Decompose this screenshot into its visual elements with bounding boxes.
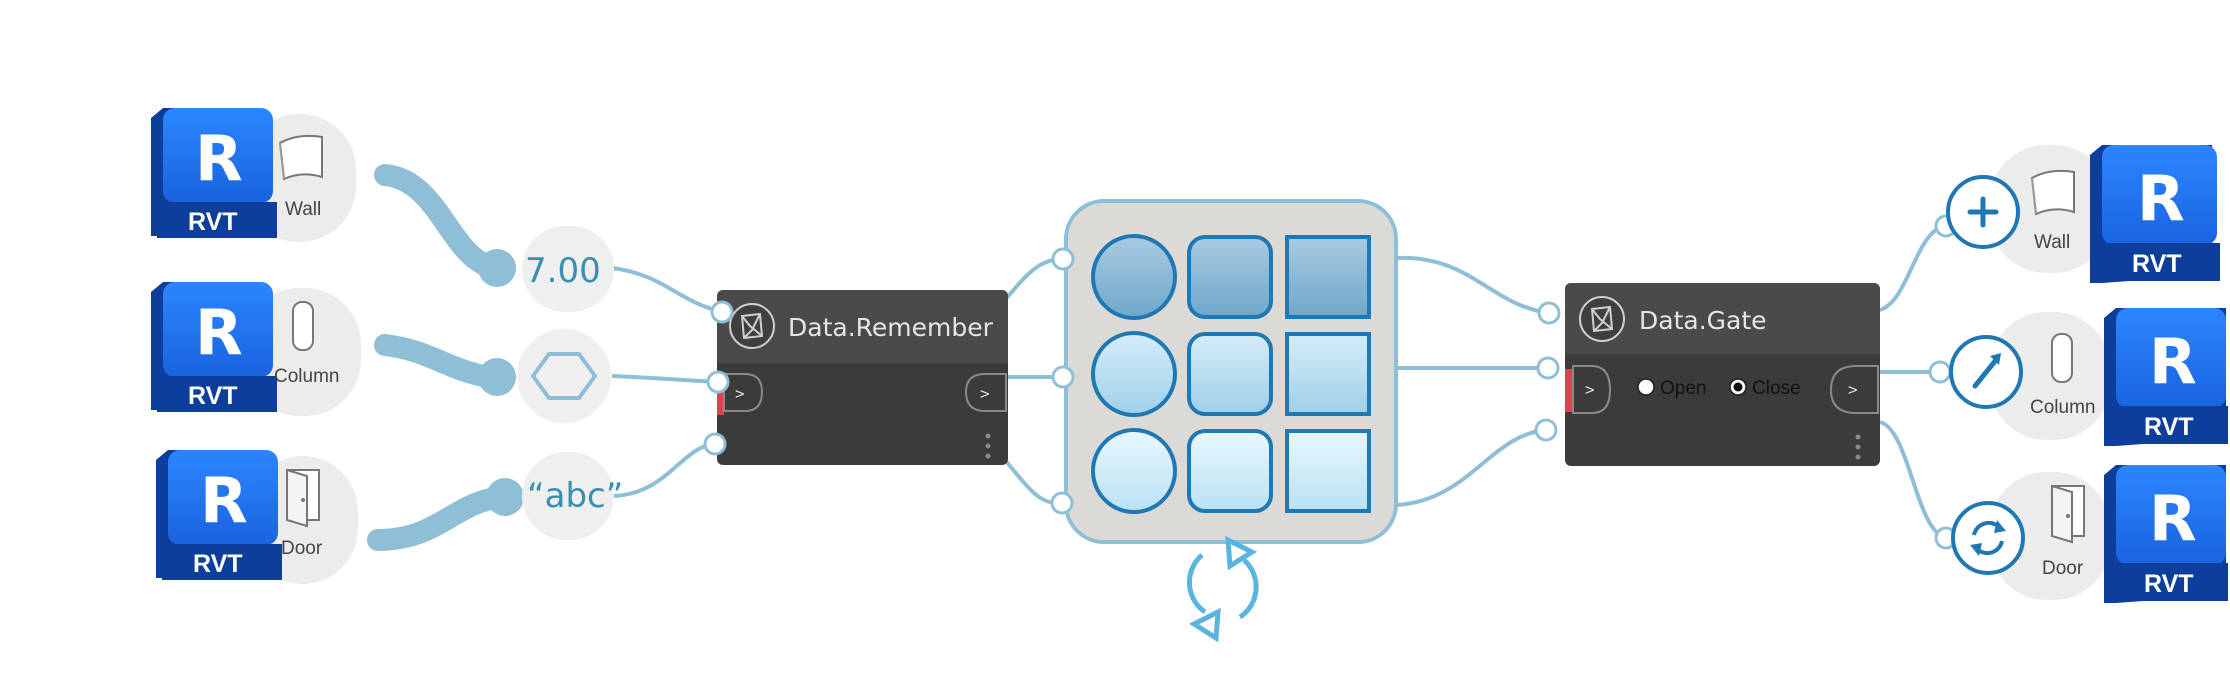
wire-cache-to-gate-3 <box>1396 428 1547 507</box>
revit-r-letter: R <box>2149 482 2197 555</box>
radio-open <box>1637 378 1655 396</box>
wall-icon <box>2030 169 2075 216</box>
rvt-label: RVT <box>2144 570 2194 598</box>
output-port[interactable]: > <box>1829 365 1879 414</box>
element-pill <box>1990 312 2110 440</box>
cache-cell-circle <box>1091 331 1177 417</box>
input-port[interactable]: > <box>1572 365 1612 414</box>
cache-cell-rounded <box>1187 429 1273 513</box>
revit-r-letter: R <box>195 122 243 195</box>
input-element-wall: R RVT Wall <box>151 108 356 242</box>
node-menu-dots-icon[interactable] <box>1855 434 1861 460</box>
rvt-label: RVT <box>2132 250 2182 278</box>
wire-value3-to-remember <box>611 442 713 498</box>
revit-badge: R RVT <box>2104 465 2228 603</box>
cache-cell-circle <box>1091 428 1177 514</box>
rvt-label: RVT <box>188 208 238 236</box>
input-element-column: R RVT Column <box>151 282 361 416</box>
output-element-wall: Wall R RVT <box>1946 145 2220 283</box>
cache-grid-container <box>1064 199 1398 544</box>
value-string: “abc” <box>527 476 623 516</box>
category-label: Door <box>2042 558 2084 579</box>
output-port[interactable]: > <box>964 373 1007 412</box>
cache-cell-square <box>1285 429 1371 513</box>
wire-gate-to-out-3 <box>1879 420 1947 540</box>
revit-r-letter: R <box>200 464 248 537</box>
revit-r-letter: R <box>2137 162 2185 235</box>
input-port[interactable]: > <box>723 373 764 412</box>
wire-knobs <box>478 249 524 516</box>
cache-cell-square <box>1285 332 1371 416</box>
cache-cell-rounded <box>1187 332 1273 416</box>
node-title: Data.Gate <box>1639 306 1767 335</box>
input-port-error-marker <box>717 377 724 415</box>
revit-badge: R RVT <box>151 282 277 412</box>
input-port-error-marker <box>1565 369 1573 412</box>
hexagon-geometry-icon <box>530 352 598 400</box>
value-bubble-string: “abc” <box>522 452 623 540</box>
category-label: Wall <box>285 199 321 220</box>
output-element-door: Door R RVT <box>1951 465 2228 603</box>
radio-open-label: Open <box>1660 378 1706 399</box>
refresh-cycle-icon <box>1186 535 1259 643</box>
wire-door-to-value <box>367 486 516 551</box>
value-number: 7.00 <box>525 251 601 291</box>
door-icon <box>286 468 320 528</box>
wire-value1-to-remember <box>611 266 723 314</box>
cache-cell-rounded <box>1187 235 1273 319</box>
refresh-icon[interactable] <box>1951 501 2025 575</box>
value-bubble-hexagon <box>517 329 611 423</box>
column-icon <box>292 301 314 351</box>
rvt-label: RVT <box>2144 413 2194 441</box>
node-title: Data.Remember <box>788 313 994 342</box>
revit-badge: R RVT <box>156 450 282 580</box>
category-label: Wall <box>2034 232 2070 253</box>
svg-text:>: > <box>980 384 990 403</box>
dynamo-node-icon <box>729 303 775 349</box>
port-rings <box>703 214 1958 550</box>
category-label: Door <box>281 538 323 559</box>
rvt-label: RVT <box>193 550 243 578</box>
gate-option-close[interactable]: Close <box>1729 378 1801 399</box>
wire-gate-to-out-1 <box>1879 224 1947 312</box>
rvt-label: RVT <box>188 382 238 410</box>
plus-icon[interactable] <box>1946 175 2020 249</box>
svg-text:>: > <box>735 384 745 403</box>
revit-badge: R RVT <box>2090 145 2220 283</box>
category-label: Column <box>2030 397 2095 418</box>
revit-badge: R RVT <box>2104 308 2228 446</box>
wall-icon <box>278 134 323 181</box>
gate-option-open[interactable]: Open <box>1637 378 1706 399</box>
data-remember-node[interactable]: Data.Remember > > <box>717 290 1008 465</box>
data-gate-node[interactable]: Data.Gate > Open Close > <box>1565 283 1880 466</box>
revit-r-letter: R <box>195 296 243 369</box>
cache-cell-square <box>1285 235 1371 319</box>
dynamo-node-icon <box>1579 296 1625 342</box>
revit-r-letter: R <box>2149 325 2197 398</box>
cache-cell-circle <box>1091 234 1177 320</box>
radio-close-label: Close <box>1752 378 1801 399</box>
door-icon <box>2051 484 2085 544</box>
column-icon <box>2051 333 2073 383</box>
node-menu-dots-icon[interactable] <box>985 433 991 459</box>
svg-text:>: > <box>1848 380 1858 399</box>
output-element-column: Column R RVT <box>1949 308 2228 446</box>
value-bubble-number: 7.00 <box>522 226 614 312</box>
wire-value2-to-remember <box>611 374 719 384</box>
svg-text:>: > <box>1585 380 1595 399</box>
revit-badge: R RVT <box>151 108 277 238</box>
input-element-door: R RVT Door <box>156 450 358 584</box>
wire-cache-to-gate-1 <box>1396 255 1550 315</box>
edit-arrow-icon[interactable] <box>1949 335 2023 409</box>
wire-wall-to-value <box>374 164 506 279</box>
category-label: Column <box>274 366 339 387</box>
